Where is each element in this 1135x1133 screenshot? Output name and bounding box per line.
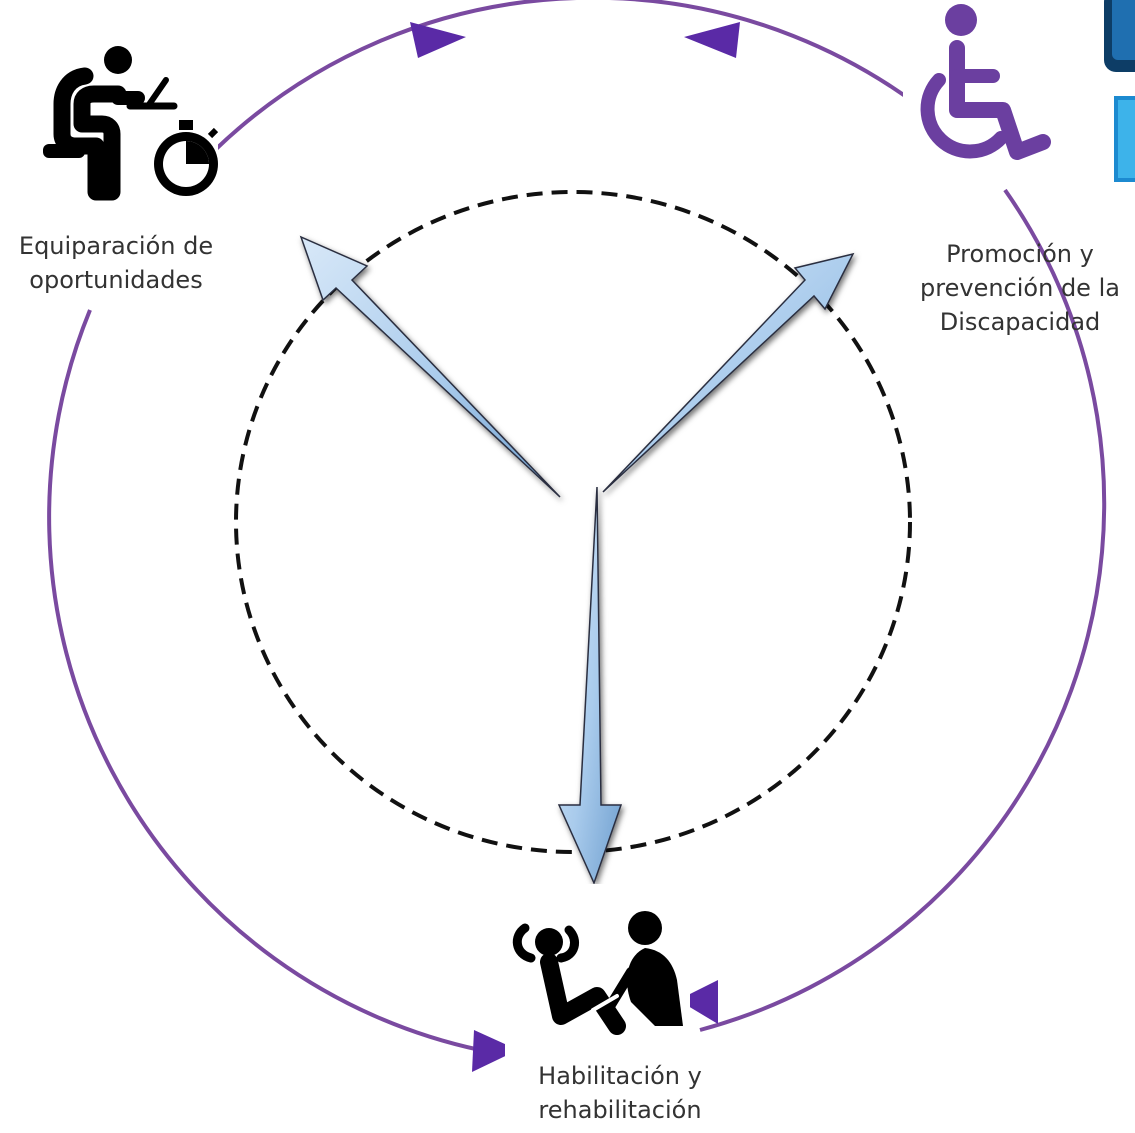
- rehabilitation-assistance-icon: [505, 884, 690, 1059]
- outer-cycle-arc-top: [213, 0, 962, 152]
- outer-cycle-arc-right: [699, 188, 1107, 1032]
- label-habilitacion-line1: Habilitación y: [538, 1062, 702, 1090]
- spoke-arrow-to-habilitacion: [557, 486, 623, 886]
- cycle-arrowhead-top-right: [684, 22, 740, 58]
- label-promocion: Promoción y prevención de la Discapacida…: [905, 237, 1135, 339]
- spoke-arrow-to-equiparacion: [299, 235, 561, 498]
- cycle-arrowhead-top-left: [410, 22, 466, 58]
- wheelchair-icon: [903, 2, 1053, 180]
- label-equiparacion-line2: oportunidades: [29, 266, 203, 294]
- cycle-arrowhead-bottom-right: [678, 980, 718, 1024]
- phone-device-icon: [1104, 0, 1135, 182]
- person-at-laptop-stopwatch-icon: [40, 42, 218, 204]
- outer-cycle-arc-left: [47, 309, 481, 1052]
- label-promocion-line2: prevención de la: [920, 274, 1120, 302]
- label-equiparacion-line1: Equiparación de: [18, 232, 214, 260]
- label-equiparacion: Equiparación de oportunidades: [0, 229, 232, 297]
- inner-dashed-circle: [234, 190, 912, 854]
- label-habilitacion-line2: rehabilitación: [538, 1096, 702, 1124]
- label-promocion-line3: Discapacidad: [939, 308, 1101, 336]
- cycle-arrowhead-bottom-left: [472, 1030, 518, 1072]
- label-promocion-line1: Promoción y: [946, 240, 1094, 268]
- spoke-arrow-to-promocion: [602, 252, 855, 493]
- label-habilitacion: Habilitación y rehabilitación: [505, 1059, 735, 1127]
